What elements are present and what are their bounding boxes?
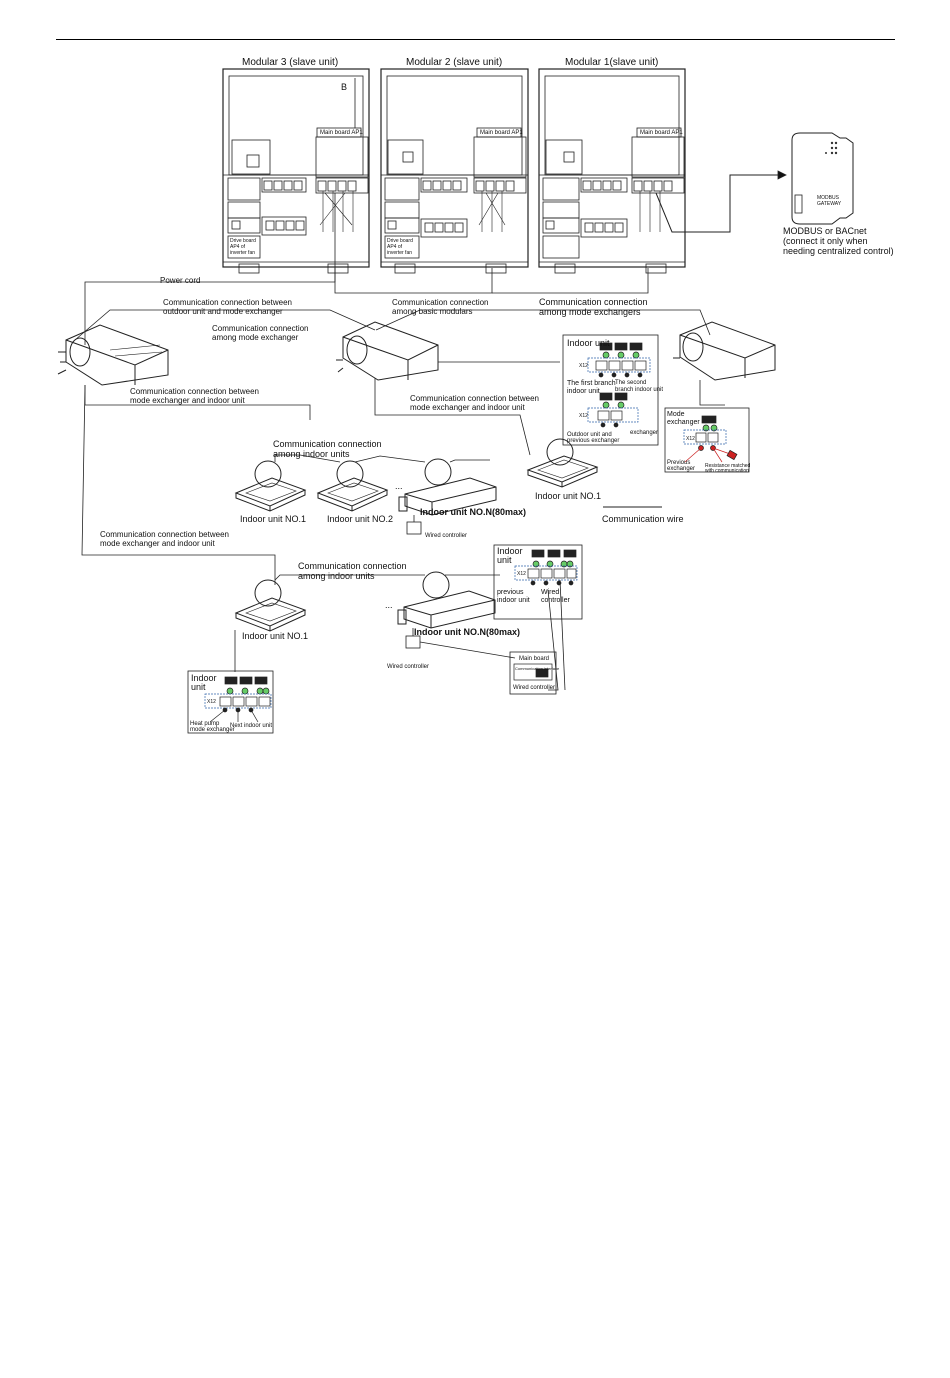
box1-left-1: The first branch: [567, 380, 616, 387]
detail-box-5: [187, 670, 274, 734]
mode-indoor-2-label-2: mode exchanger and indoor unit: [410, 403, 525, 412]
gateway-label-2: GATEWAY: [817, 201, 842, 207]
box1-left-2: indoor unit: [567, 388, 600, 395]
box5-title-1: Indoor: [191, 673, 217, 683]
wired-controller-b: Wired controller: [387, 664, 430, 670]
box3-left-1: previous: [497, 589, 524, 596]
module-3-mainboard: Main board AP1: [320, 130, 363, 136]
box1-bottom-left-1: Outdoor unit and: [567, 432, 612, 438]
among-mode-exchanger-label-2: among mode exchanger: [212, 333, 299, 342]
box3-title-2: unit: [497, 555, 512, 565]
mode-exchanger-left: [57, 324, 169, 386]
detail-box-2: [664, 407, 750, 473]
box5-left-1: Heat pump: [190, 721, 220, 727]
box3-title-1: Indoor: [497, 546, 523, 556]
detail-box-3: [493, 544, 583, 620]
mode-indoor-1-label-1: Communication connection between: [130, 387, 259, 396]
module-2-title: Modular 2 (slave unit): [406, 57, 503, 68]
indoor-unit-noN-b: Indoor unit NO.N(80max): [414, 627, 521, 637]
outdoor-mode-label-2: outdoor unit and mode exchanger: [163, 307, 283, 316]
cassette-4: [234, 579, 307, 632]
outdoor-module-3: [222, 68, 370, 274]
module-1-title: Modular 1(slave unit): [565, 57, 659, 68]
box1-port-2: X12: [579, 413, 588, 419]
box4-caption: Wired controller: [513, 685, 556, 691]
among-indoor-2-label-1: Communication connection: [298, 561, 407, 571]
among-indoor-2-label-2: among indoor units: [298, 571, 375, 581]
box1-title: Indoor unit: [567, 338, 610, 348]
gateway-caption-2: (connect it only when: [783, 236, 868, 246]
indoor-unit-no1-a: Indoor unit NO.1: [240, 514, 307, 524]
ducted-unit-1: [398, 458, 497, 516]
box3-port: X12: [517, 571, 526, 577]
box4-title: Main board: [519, 656, 550, 662]
box2-left-1: Previous: [667, 460, 691, 466]
box5-left-2: mode exchanger: [190, 727, 235, 733]
gateway-device: [791, 132, 854, 225]
box3-right-1: Wired: [541, 589, 560, 596]
ducted-unit-2: [397, 571, 496, 629]
indoor-unit-no1-c: Indoor unit NO.1: [242, 631, 309, 641]
header-rule: [56, 39, 895, 40]
box1-port: X12: [579, 363, 588, 369]
module-2-mainboard: Main board AP1: [480, 130, 523, 136]
cassette-2: [316, 460, 389, 512]
module-1-mainboard: Main board AP1: [640, 130, 683, 136]
box4-sub: Communication interface: [515, 666, 560, 671]
box2-title-2: exchanger: [667, 419, 700, 426]
detail-box-4: [509, 651, 557, 695]
cassette-3: [526, 438, 599, 488]
box2-right-1: Resistance matched: [705, 463, 751, 469]
among-modulars-label-2: among basic modulars: [392, 307, 473, 316]
box3-right-2: controller: [541, 597, 570, 604]
module-3-title: Modular 3 (slave unit): [242, 57, 339, 68]
module-3-corner: B: [341, 82, 348, 92]
box2-right-2: with communication: [705, 468, 749, 474]
mode-indoor-3-label-2: mode exchanger and indoor unit: [100, 539, 215, 548]
ellipsis-b: ...: [385, 600, 393, 610]
ellipsis-a: ...: [395, 481, 403, 491]
module-3-driveboard: Drive board AP4 of inverter fan: [230, 238, 256, 256]
box2-title-1: Mode: [667, 411, 685, 418]
among-mode-exchangers-label-1: Communication connection: [539, 297, 648, 307]
power-cord-label: Power cord: [160, 276, 201, 285]
box2-port: X12: [686, 436, 695, 442]
gateway-caption-3: needing centralized control): [783, 246, 894, 256]
among-indoor-1-label-2: among indoor units: [273, 449, 350, 459]
box1-bottom-right: exchanger: [630, 430, 659, 436]
wired-controller-a: Wired controller: [425, 533, 468, 539]
among-indoor-1-label-1: Communication connection: [273, 439, 382, 449]
among-mode-exchanger-label-1: Communication connection: [212, 324, 309, 333]
box5-title-2: unit: [191, 682, 206, 692]
among-mode-exchangers-label-2: among mode exchangers: [539, 307, 641, 317]
box2-left-2: exchanger: [667, 466, 696, 472]
communication-wire-legend: Communication wire: [602, 514, 684, 524]
outdoor-mode-label-1: Communication connection between: [163, 298, 292, 307]
outdoor-module-2: [380, 68, 529, 274]
box5-port: X12: [207, 699, 216, 705]
cassette-1: [234, 460, 307, 512]
mode-exchanger-right: [673, 321, 776, 381]
among-modulars-label-1: Communication connection: [392, 298, 489, 307]
box5-right: Next indoor unit: [230, 723, 273, 729]
mode-indoor-1-label-2: mode exchanger and indoor unit: [130, 396, 245, 405]
detail-box-1: [562, 334, 659, 446]
mode-indoor-3-label-1: Communication connection between: [100, 530, 229, 539]
outdoor-module-1: [538, 68, 686, 274]
gateway-label-1: MODBUS: [817, 195, 839, 201]
box1-right-2: branch indoor unit: [615, 387, 664, 393]
box3-left-2: indoor unit: [497, 597, 530, 604]
indoor-unit-no1-b: Indoor unit NO.1: [535, 491, 602, 501]
gateway-caption-1: MODBUS or BACnet: [783, 226, 867, 236]
indoor-unit-no2: Indoor unit NO.2: [327, 514, 394, 524]
module-2-driveboard: Drive board AP4 of inverter fan: [387, 238, 413, 256]
box1-bottom-left-2: previous exchanger: [567, 438, 620, 444]
mode-indoor-2-label-1: Communication connection between: [410, 394, 539, 403]
indoor-unit-noN-a: Indoor unit NO.N(80max): [420, 507, 527, 517]
mode-exchanger-center: [336, 321, 439, 381]
box1-right-1: The second: [615, 380, 647, 386]
